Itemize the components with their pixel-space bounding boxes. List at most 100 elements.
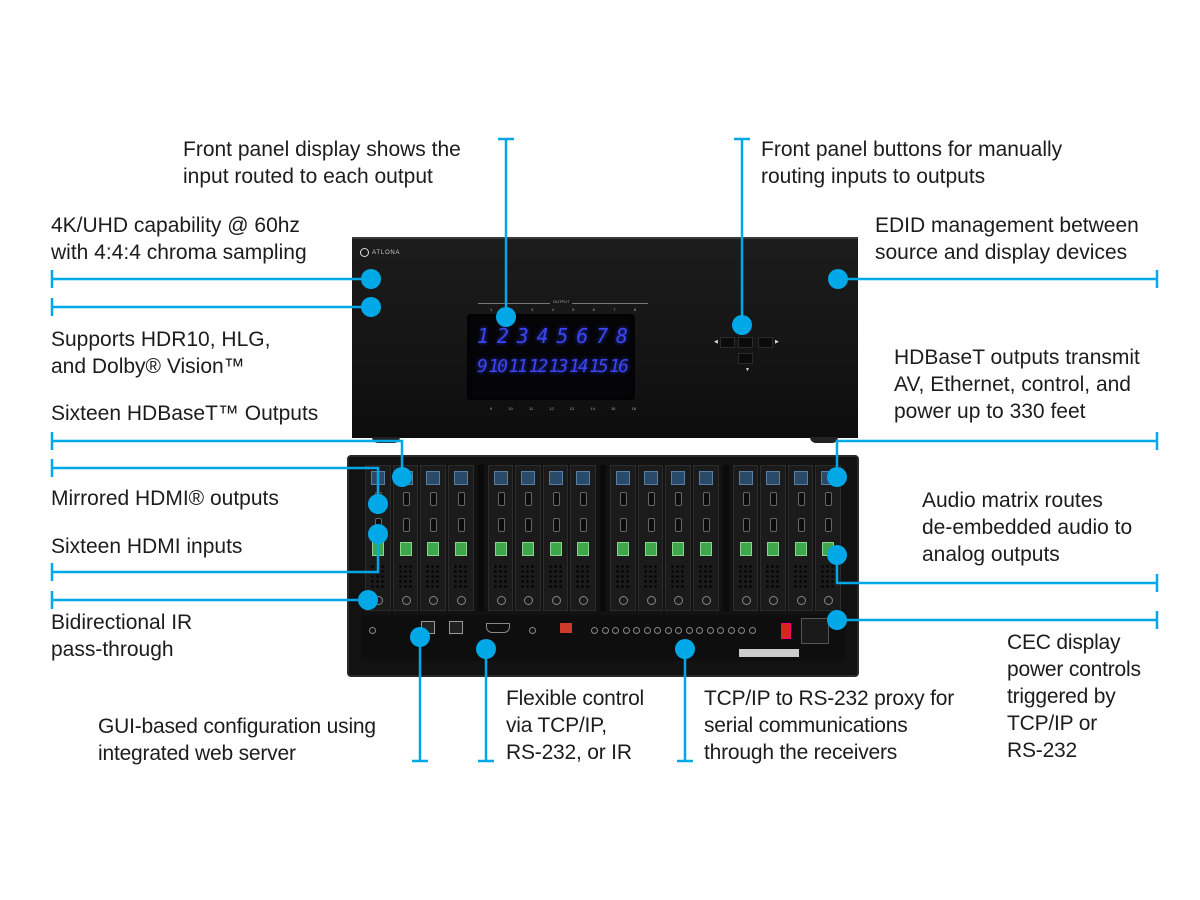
ir-output-jack[interactable] <box>633 627 640 634</box>
ir-jack[interactable] <box>674 596 684 605</box>
hdmi-output-port[interactable] <box>402 492 410 506</box>
hdbaset-port[interactable] <box>698 471 713 485</box>
ir-output-jack[interactable] <box>748 627 756 634</box>
ir-jack[interactable] <box>701 596 711 605</box>
hdmi-output-port[interactable] <box>457 492 465 506</box>
hdbaset-port[interactable] <box>371 471 385 485</box>
ir-jack[interactable] <box>769 596 779 605</box>
hdmi-input-port[interactable] <box>797 518 805 532</box>
ir-output-jack[interactable] <box>685 627 693 634</box>
hdmi-output-port[interactable] <box>647 492 655 506</box>
hdmi-input-port[interactable] <box>620 518 627 532</box>
hdbaset-port[interactable] <box>671 471 686 485</box>
button-right[interactable] <box>758 337 773 348</box>
hdmi-input-port[interactable] <box>402 518 410 532</box>
ir-in-jack[interactable] <box>529 627 536 634</box>
ir-output-jack[interactable] <box>654 627 661 634</box>
hdmi-output-port[interactable] <box>825 492 833 506</box>
ip-port[interactable] <box>421 621 435 634</box>
ir-jack[interactable] <box>796 596 806 605</box>
hdmi-output-port[interactable] <box>375 492 382 506</box>
hdbaset-port[interactable] <box>616 471 630 485</box>
hdmi-input-port[interactable] <box>825 518 833 532</box>
audio-terminal-block[interactable] <box>739 542 752 556</box>
ir-output-jack[interactable] <box>643 627 651 634</box>
audio-terminal-block[interactable] <box>454 542 467 556</box>
ir-jack[interactable] <box>374 596 383 605</box>
dip-switch[interactable] <box>560 623 572 633</box>
audio-terminal-block[interactable] <box>794 542 807 556</box>
hdmi-input-port[interactable] <box>430 518 438 532</box>
hdmi-input-port[interactable] <box>742 518 750 532</box>
audio-terminal-block[interactable] <box>494 542 507 556</box>
hdmi-output-port[interactable] <box>580 492 588 506</box>
ir-output-jack[interactable] <box>696 627 703 634</box>
hdbaset-port[interactable] <box>426 471 441 485</box>
audio-terminal-block[interactable] <box>372 542 384 556</box>
hdmi-input-port[interactable] <box>647 518 655 532</box>
hdmi-input-port[interactable] <box>375 518 382 532</box>
hdmi-input-port[interactable] <box>497 518 505 532</box>
ir-output-jack[interactable] <box>738 627 745 634</box>
ir-jack[interactable] <box>456 596 466 605</box>
hdmi-input-port[interactable] <box>552 518 560 532</box>
ir-jack[interactable] <box>524 596 534 605</box>
button-down[interactable] <box>738 353 753 364</box>
hdmi-output-port[interactable] <box>525 492 533 506</box>
ir-output-jack[interactable] <box>675 627 682 634</box>
hdbaset-port[interactable] <box>398 471 413 485</box>
hdmi-output-port[interactable] <box>552 492 560 506</box>
hdbaset-port[interactable] <box>453 471 468 485</box>
lan-port[interactable] <box>449 621 463 634</box>
ir-jack[interactable] <box>824 596 834 605</box>
audio-terminal-block[interactable] <box>822 542 835 556</box>
hdmi-input-port[interactable] <box>580 518 588 532</box>
audio-terminal-block[interactable] <box>522 542 535 556</box>
hdmi-input-port[interactable] <box>770 518 778 532</box>
audio-terminal-block[interactable] <box>577 542 590 556</box>
audio-terminal-block[interactable] <box>644 542 657 556</box>
audio-terminal-block[interactable] <box>767 542 780 556</box>
hdmi-output-port[interactable] <box>770 492 778 506</box>
button-center[interactable] <box>738 337 753 348</box>
hdbaset-port[interactable] <box>821 471 836 485</box>
rs232-port[interactable] <box>486 623 510 633</box>
audio-terminal-block[interactable] <box>617 542 629 556</box>
ir-jack[interactable] <box>619 596 628 605</box>
hdmi-output-port[interactable] <box>497 492 505 506</box>
hdmi-input-port[interactable] <box>702 518 710 532</box>
ir-output-jack[interactable] <box>601 627 609 634</box>
hdmi-output-port[interactable] <box>702 492 710 506</box>
ir-output-jack[interactable] <box>727 627 735 634</box>
ir-output-jack[interactable] <box>591 627 598 634</box>
hdmi-input-port[interactable] <box>675 518 683 532</box>
ir-jack[interactable] <box>741 596 751 605</box>
hdmi-output-port[interactable] <box>742 492 750 506</box>
audio-terminal-block[interactable] <box>672 542 685 556</box>
ir-output-jack[interactable] <box>622 627 630 634</box>
audio-terminal-block[interactable] <box>549 542 562 556</box>
ir-jack[interactable] <box>646 596 656 605</box>
button-left[interactable] <box>720 337 735 348</box>
hdbaset-port[interactable] <box>576 471 591 485</box>
hdmi-input-port[interactable] <box>525 518 533 532</box>
ir-output-jack[interactable] <box>664 627 672 634</box>
ir-jack[interactable] <box>496 596 506 605</box>
ir-jack[interactable] <box>579 596 589 605</box>
audio-terminal-block[interactable] <box>427 542 440 556</box>
hdbaset-port[interactable] <box>766 471 781 485</box>
hdmi-input-port[interactable] <box>457 518 465 532</box>
ir-output-jack[interactable] <box>612 627 619 634</box>
ir-jack[interactable] <box>429 596 439 605</box>
hdmi-output-port[interactable] <box>620 492 627 506</box>
hdmi-output-port[interactable] <box>797 492 805 506</box>
ir-output-jack[interactable] <box>717 627 724 634</box>
audio-terminal-block[interactable] <box>699 542 712 556</box>
ir-jack[interactable] <box>401 596 411 605</box>
hdbaset-port[interactable] <box>493 471 508 485</box>
hdbaset-port[interactable] <box>738 471 753 485</box>
hdmi-output-port[interactable] <box>430 492 438 506</box>
ir-output-jack[interactable] <box>706 627 714 634</box>
hdbaset-port[interactable] <box>643 471 658 485</box>
power-switch[interactable] <box>781 623 791 639</box>
